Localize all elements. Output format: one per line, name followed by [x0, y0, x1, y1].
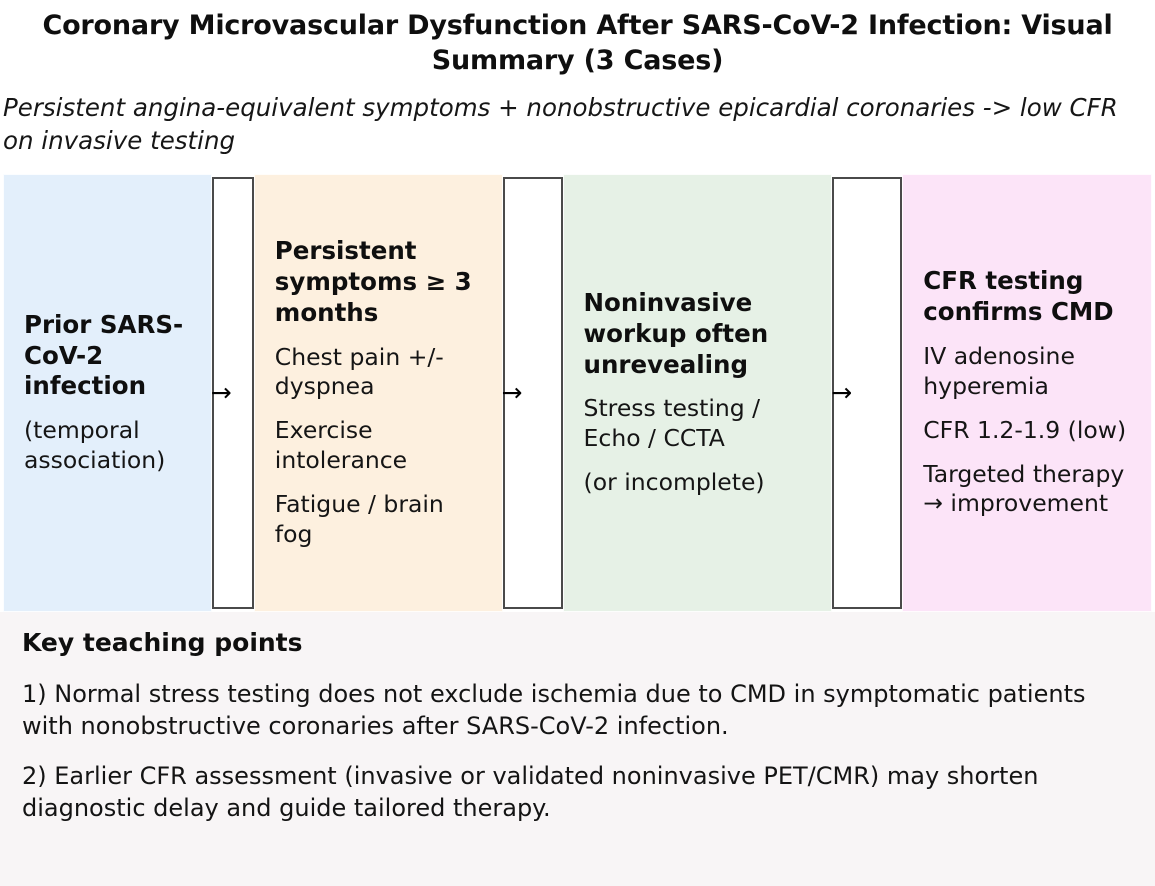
flow-panel-heading: Persistent symptoms ≥ 3 months: [274, 236, 472, 327]
flow-diagram: Prior SARS-CoV-2 infection (temporal ass…: [0, 173, 1155, 612]
flow-panel-line: Exercise intolerance: [274, 416, 408, 475]
flow-arrow-connector-2: →: [501, 176, 563, 609]
flow-panel-line: Chest pain +/- dyspnea: [274, 342, 444, 401]
flow-panel-noninvasive-workup: Noninvasive workup often unrevealing Str…: [562, 173, 833, 612]
flow-panel-line: Targeted therapy → improvement: [923, 459, 1125, 518]
flow-panel-line: (temporal association): [24, 416, 166, 475]
teaching-point: 2) Earlier CFR assessment (invasive or v…: [22, 762, 1039, 823]
flow-panel-cfr-testing: CFR testing confirms CMD IV adenosine hy…: [902, 173, 1153, 612]
flow-arrow-connector-1: →: [210, 176, 254, 609]
page-title: Coronary Microvascular Dysfunction After…: [42, 10, 1113, 77]
flow-panel-heading: Prior SARS-CoV-2 infection: [24, 309, 184, 401]
key-teaching-points-section: Key teaching points 1) Normal stress tes…: [0, 611, 1155, 886]
arrow-right-icon: →: [831, 378, 853, 408]
arrow-right-icon: →: [210, 378, 232, 408]
flow-panel-heading: Noninvasive workup often unrevealing: [583, 287, 769, 379]
key-teaching-points-heading: Key teaching points: [22, 627, 303, 657]
page-subtitle: Persistent angina-equivalent symptoms + …: [3, 93, 1118, 155]
flow-arrow-connector-3: →: [831, 176, 903, 609]
flow-panel-persistent-symptoms: Persistent symptoms ≥ 3 months Chest pai…: [253, 173, 503, 612]
flow-panel-prior-infection: Prior SARS-CoV-2 infection (temporal ass…: [3, 173, 212, 612]
teaching-point: 1) Normal stress testing does not exclud…: [22, 679, 1086, 740]
arrow-right-icon: →: [501, 378, 523, 408]
flow-panel-line: IV adenosine hyperemia: [923, 342, 1075, 400]
flow-panel-line: Fatigue / brain fog: [274, 489, 444, 548]
flow-panel-heading: CFR testing confirms CMD: [923, 266, 1114, 327]
flow-panel-line: (or incomplete): [583, 468, 765, 497]
flow-panel-line: Stress testing / Echo / CCTA: [583, 394, 761, 453]
flow-panel-line: CFR 1.2-1.9 (low): [923, 415, 1127, 444]
